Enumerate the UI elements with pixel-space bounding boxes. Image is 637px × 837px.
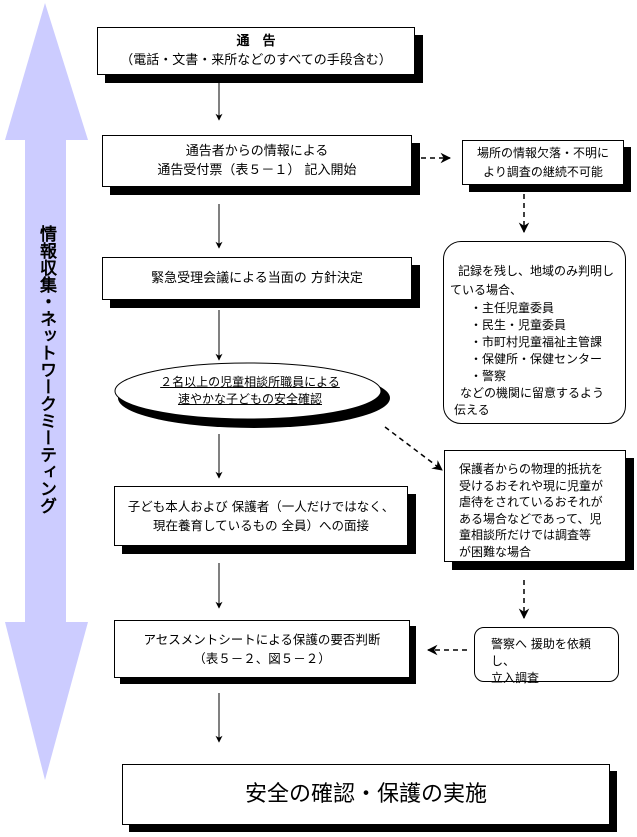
emergency-meeting-box: 緊急受理会議による当面の 方針決定 — [102, 257, 412, 300]
record-note-item-2: ・民生・児童委員 — [470, 318, 567, 332]
record-note-item-5: ・警察 — [470, 369, 507, 383]
interview-line2: 現在養育しているもの 全員）への面接 — [152, 518, 370, 533]
info-missing-box: 場所の情報欠落・不明に より調査の継続不可能 — [462, 140, 624, 185]
record-note-item-4: ・保健所・保健センター — [470, 352, 603, 366]
notification-subtitle: （電話・文書・来所などのすべての手段含む） — [120, 53, 392, 68]
final-text: 安全の確認・保護の実施 — [244, 782, 487, 807]
assessment-box: アセスメントシートによる保護の要否判断 （表５－２、図５－２） — [114, 620, 410, 678]
record-note-item-3: ・市町村児童福祉主管課 — [470, 335, 603, 349]
safety-check-line2: 速やかな子どもの安全確認 — [177, 392, 322, 406]
interview-box: 子ども本人および 保護者（一人だけではなく、 現在養育しているもの 全員）への面… — [114, 486, 408, 546]
assessment-line1: アセスメントシートによる保護の要否判断 — [143, 632, 381, 647]
assessment-line2: （表５－２、図５－２） — [193, 651, 331, 666]
police-request-line2: 立入調査 — [491, 671, 540, 685]
safety-check-line1: ２名以上の児童相談所職員による — [160, 375, 340, 389]
record-note-item-1: ・主任児童委員 — [470, 301, 555, 315]
resistance-line-5: 童相談所だけでは調査等 — [459, 528, 592, 542]
interview-line1: 子ども本人および 保護者（一人だけではなく、 — [127, 499, 395, 514]
info-gathering-double-arrow — [5, 3, 88, 780]
safety-check-label: ２名以上の児童相談所職員による 速やかな子どもの安全確認 — [120, 374, 380, 408]
police-request-box: 警察へ 援助を依頼し、 立入調査 — [474, 627, 619, 685]
resistance-case-box: 保護者からの物理的抵抗を 受けるおそれや現に児童が 虐待をされているおそれが あ… — [444, 450, 626, 562]
record-note-outro2: 伝える — [454, 403, 490, 417]
resistance-line-1: 保護者からの物理的抵抗を — [459, 462, 604, 476]
record-note-intro2: ている場合、 — [450, 283, 523, 297]
intake-line1: 通告者からの情報による — [185, 144, 329, 159]
info-missing-line2: より調査の継続不可能 — [483, 164, 603, 179]
notification-title: 通 告 — [236, 34, 276, 49]
dashed-arrow-safety-to-resistance — [384, 426, 443, 471]
intake-box: 通告者からの情報による 通告受付票（表５－１） 記入開始 — [102, 135, 412, 187]
record-note-box: 記録を残し、地域のみ判明し ている場合、 ・主任児童委員 ・民生・児童委員 ・市… — [443, 241, 626, 424]
intake-line2: 通告受付票（表５－１） 記入開始 — [157, 163, 357, 178]
final-box: 安全の確認・保護の実施 — [122, 764, 610, 825]
resistance-line-6: が困難な場合 — [459, 544, 532, 559]
notification-box: 通 告 （電話・文書・来所などのすべての手段含む） — [97, 27, 415, 75]
record-note-outro1: などの機関に留意するよう — [460, 386, 605, 400]
info-missing-line1: 場所の情報欠落・不明に — [476, 145, 609, 160]
resistance-line-4: ある場合などであって、児 — [459, 511, 602, 526]
emergency-meeting-text: 緊急受理会議による当面の 方針決定 — [151, 271, 363, 286]
info-gathering-label: 情報収集・ネットワークミーティング — [36, 225, 56, 514]
resistance-line-3: 虐待をされているおそれが — [459, 495, 603, 509]
record-note-intro1: 記録を残し、地域のみ判明し — [458, 264, 615, 278]
safety-check-ellipse — [114, 362, 382, 420]
resistance-line-2: 受けるおそれや現に児童が — [459, 478, 604, 493]
police-request-line1: 警察へ 援助を依頼し、 — [491, 637, 591, 668]
